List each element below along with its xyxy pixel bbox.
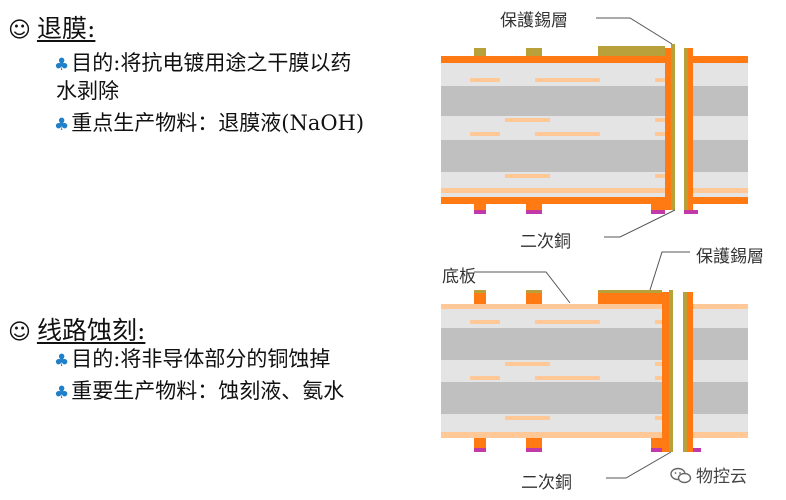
top-bottom-copper-right <box>693 197 748 204</box>
top-tin-leader <box>596 17 673 45</box>
section1-bullet2: ♣重点生产物料：退膜液(NaOH) <box>54 110 364 139</box>
top-right-base <box>693 60 748 200</box>
top-pad-tin <box>598 46 665 56</box>
smiley-icon: ☺ <box>8 320 31 345</box>
club-bullet-icon: ♣ <box>54 383 70 403</box>
top-secondary-copper-label: 二次銅 <box>520 232 571 252</box>
top-left-core-1 <box>441 86 665 116</box>
wechat-icon <box>670 467 692 484</box>
bottom-left-core-1 <box>441 328 665 360</box>
bottom-via-tin-right <box>683 292 687 452</box>
bottom-left-base <box>441 305 665 438</box>
top-cross-section <box>441 17 748 238</box>
bottom-inner-foils <box>470 320 665 420</box>
top-right-core-2 <box>693 140 748 172</box>
section1-bullet1-continued: 水剥除 <box>56 79 119 103</box>
bottom-base-leader <box>474 271 571 304</box>
bottom-left-core-2 <box>441 382 665 414</box>
bottom-bottom-pads <box>474 438 701 452</box>
bottom-via-wall-left <box>662 292 669 452</box>
top-left-core-2 <box>441 140 665 172</box>
watermark: 物控云 <box>670 462 747 487</box>
section2-title: 线路蚀刻: <box>36 316 146 345</box>
section1-title: 退膜: <box>36 14 96 43</box>
bottom-top-pads <box>474 290 662 304</box>
bottom-tin-leader <box>649 251 690 291</box>
bottom-via-tin-left <box>669 290 673 452</box>
bottom-top-foil-left <box>441 304 665 309</box>
top-via-tin-left <box>671 44 675 210</box>
watermark-text: 物控云 <box>696 467 747 487</box>
section2-bullet2-text: 重要生产物料：蚀刻液、氨水 <box>71 379 345 403</box>
bottom-bottom-foil-right <box>693 432 748 438</box>
smiley-icon: ☺ <box>8 18 31 43</box>
bottom-via-wall-right <box>687 292 693 452</box>
top-tin-layer-label: 保護錫層 <box>500 11 568 31</box>
top-pad-tin <box>474 48 486 56</box>
top-surface-copper-right <box>693 56 748 63</box>
section2-bullet2: ♣重要生产物料：蚀刻液、氨水 <box>54 378 344 407</box>
top-bottom-pads <box>474 204 698 214</box>
top-right-core-1 <box>693 86 748 116</box>
top-left-base <box>441 60 665 200</box>
section1-bullet2-text: 重点生产物料：退膜液(NaOH) <box>71 111 365 135</box>
section1-bullet1: ♣目的:将抗电镀用途之干膜以药 <box>54 50 351 79</box>
top-copper-leader <box>604 209 676 238</box>
club-bullet-icon: ♣ <box>54 115 70 135</box>
top-via-wall-right <box>688 48 693 210</box>
club-bullet-icon: ♣ <box>54 351 70 371</box>
section2-bullet1-text: 目的:将非导体部分的铜蚀掉 <box>71 347 331 371</box>
club-bullet-icon: ♣ <box>54 55 70 75</box>
section1-heading: ☺退膜: <box>8 14 95 46</box>
top-pad-tin <box>526 48 542 56</box>
bottom-base-board-label: 底板 <box>442 267 476 287</box>
top-via-tin-right <box>684 48 688 210</box>
top-inner-foils <box>441 78 748 193</box>
bottom-secondary-copper-label: 二次銅 <box>521 473 572 493</box>
bottom-bottom-foil-left <box>441 432 665 438</box>
bottom-right-core-2 <box>693 382 748 414</box>
bottom-cross-section <box>441 251 748 479</box>
bottom-tin-layer-label: 保護錫層 <box>696 247 764 267</box>
bottom-right-core-1 <box>693 328 748 360</box>
top-surface-copper-left <box>441 56 665 63</box>
top-via-wall-left <box>665 48 671 210</box>
section1-bullet1-text: 目的:将抗电镀用途之干膜以药 <box>71 51 352 75</box>
bottom-copper-leader <box>606 451 672 479</box>
top-bottom-copper-left <box>441 197 665 204</box>
section2-heading: ☺线路蚀刻: <box>8 316 145 348</box>
bottom-top-foil-right <box>693 304 748 309</box>
section2-bullet1: ♣目的:将非导体部分的铜蚀掉 <box>54 346 330 375</box>
bottom-right-base <box>693 305 748 438</box>
